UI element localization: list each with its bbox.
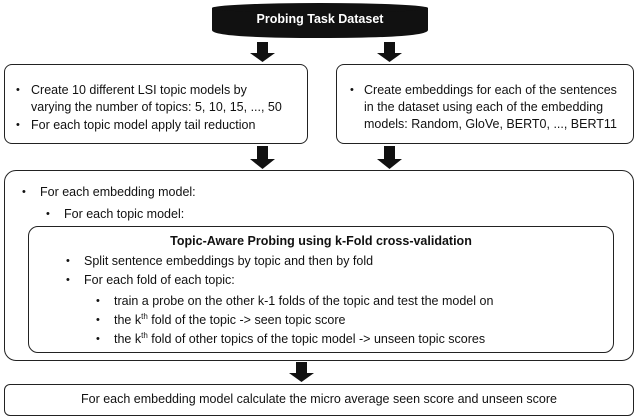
topic-models-line-3: For each topic model apply tail reductio… [31, 118, 256, 132]
embeddings-box [336, 64, 634, 144]
unseen-score-sup: th [141, 330, 148, 340]
bullet: • [96, 314, 100, 326]
embeddings-line-1: Create embeddings for each of the senten… [364, 83, 617, 97]
topic-loop-label: For each topic model: [64, 207, 185, 221]
arrow-dataset-right [377, 42, 402, 62]
seen-score-sup: th [141, 311, 148, 321]
embeddings-line-3: models: Random, GloVe, BERT0, ..., BERT1… [364, 117, 617, 131]
k-fold-probing-title: Topic-Aware Probing using k-Fold cross-v… [170, 234, 472, 248]
unseen-score-prefix: the k [114, 332, 142, 346]
unseen-score-suffix: fold of other topics of the topic model … [147, 332, 486, 346]
topic-models-line-2: varying the number of topics: 5, 10, 15,… [31, 100, 282, 114]
bullet: • [16, 84, 20, 96]
arrow-outer-to-bottom [289, 362, 314, 382]
k-fold-probing-box [28, 226, 614, 353]
topic-models-line-1: Create 10 different LSI topic models by [31, 83, 247, 97]
unseen-score-step: the kth fold of other topics of the topi… [114, 331, 485, 347]
bullet: • [350, 84, 354, 96]
bullet: • [46, 208, 50, 220]
bullet: • [96, 333, 100, 345]
seen-score-suffix: fold of the topic -> seen topic score [147, 313, 346, 327]
arrow-dataset-left [250, 42, 275, 62]
split-step: Split sentence embeddings by topic and t… [84, 254, 374, 268]
micro-average-box [4, 384, 634, 416]
bullet: • [22, 186, 26, 198]
arrow-left-to-outer [250, 146, 275, 169]
embeddings-line-2: in the dataset using each of the embeddi… [364, 100, 604, 114]
dataset-label: Probing Task Dataset [256, 12, 384, 26]
bullet: • [66, 274, 70, 286]
seen-score-step: the kth fold of the topic -> seen topic … [114, 312, 345, 328]
train-probe-step: train a probe on the other k-1 folds of … [114, 294, 494, 308]
database-icon [212, 3, 428, 38]
embedding-loop-label: For each embedding model: [40, 185, 196, 199]
bullet: • [96, 295, 100, 307]
bullet: • [66, 255, 70, 267]
fold-step: For each fold of each topic: [84, 273, 235, 287]
arrow-right-to-outer [377, 146, 402, 169]
bullet: • [16, 119, 20, 131]
micro-average-text: For each embedding model calculate the m… [81, 392, 557, 406]
topic-models-box [4, 64, 308, 144]
seen-score-prefix: the k [114, 313, 142, 327]
